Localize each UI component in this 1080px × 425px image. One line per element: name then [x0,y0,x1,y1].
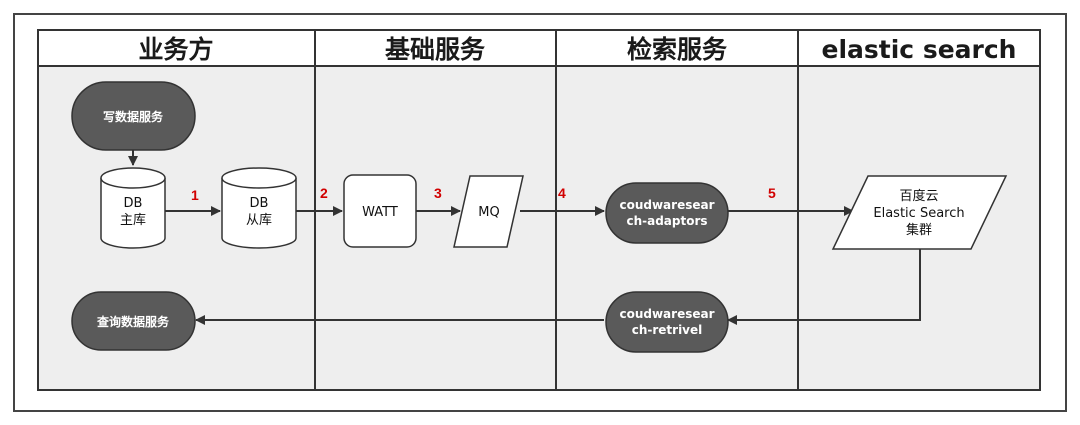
step-number: 4 [558,185,566,201]
node-label: MQ [478,205,499,220]
node-label: coudwaresear [619,198,714,212]
lane-title-search-service: 检索服务 [627,35,727,64]
step-number: 5 [768,185,776,201]
node-label: 写数据服务 [103,109,164,124]
node-label: 从库 [246,212,272,228]
node-label: Elastic Search [873,206,964,221]
node-label: DB [124,196,143,211]
node-write-service: 写数据服务 [71,81,196,151]
node-watt: WATT [343,174,417,248]
lane-title-business: 业务方 [138,35,213,64]
node-mq: MQ [453,175,524,248]
node-label: 百度云 [899,188,938,204]
lane-title-base-service: 基础服务 [385,35,485,64]
node-label: DB [250,196,269,211]
node-es-cluster: 百度云 Elastic Search 集群 [831,175,1008,250]
step-number: 2 [320,185,328,201]
node-label: ch-retrivel [632,323,703,337]
lane-title-elastic-search: elastic search [822,35,1017,64]
node-retrivel: coudwaresear ch-retrivel [605,291,729,353]
node-db-master: DB 主库 [100,167,166,249]
node-label: 查询数据服务 [96,314,170,329]
node-label: coudwaresear [619,307,714,321]
node-query-service: 查询数据服务 [71,291,196,351]
step-number: 1 [191,187,199,203]
edge-es-to-retrivel [727,249,921,325]
node-adaptors: coudwaresear ch-adaptors [605,182,729,244]
node-label: 集群 [906,222,932,238]
header-row [37,29,1041,67]
node-db-slave: DB 从库 [221,167,297,249]
node-label: ch-adaptors [626,214,707,228]
node-label: WATT [362,205,398,220]
node-label: 主库 [120,212,146,228]
step-number: 3 [434,185,442,201]
